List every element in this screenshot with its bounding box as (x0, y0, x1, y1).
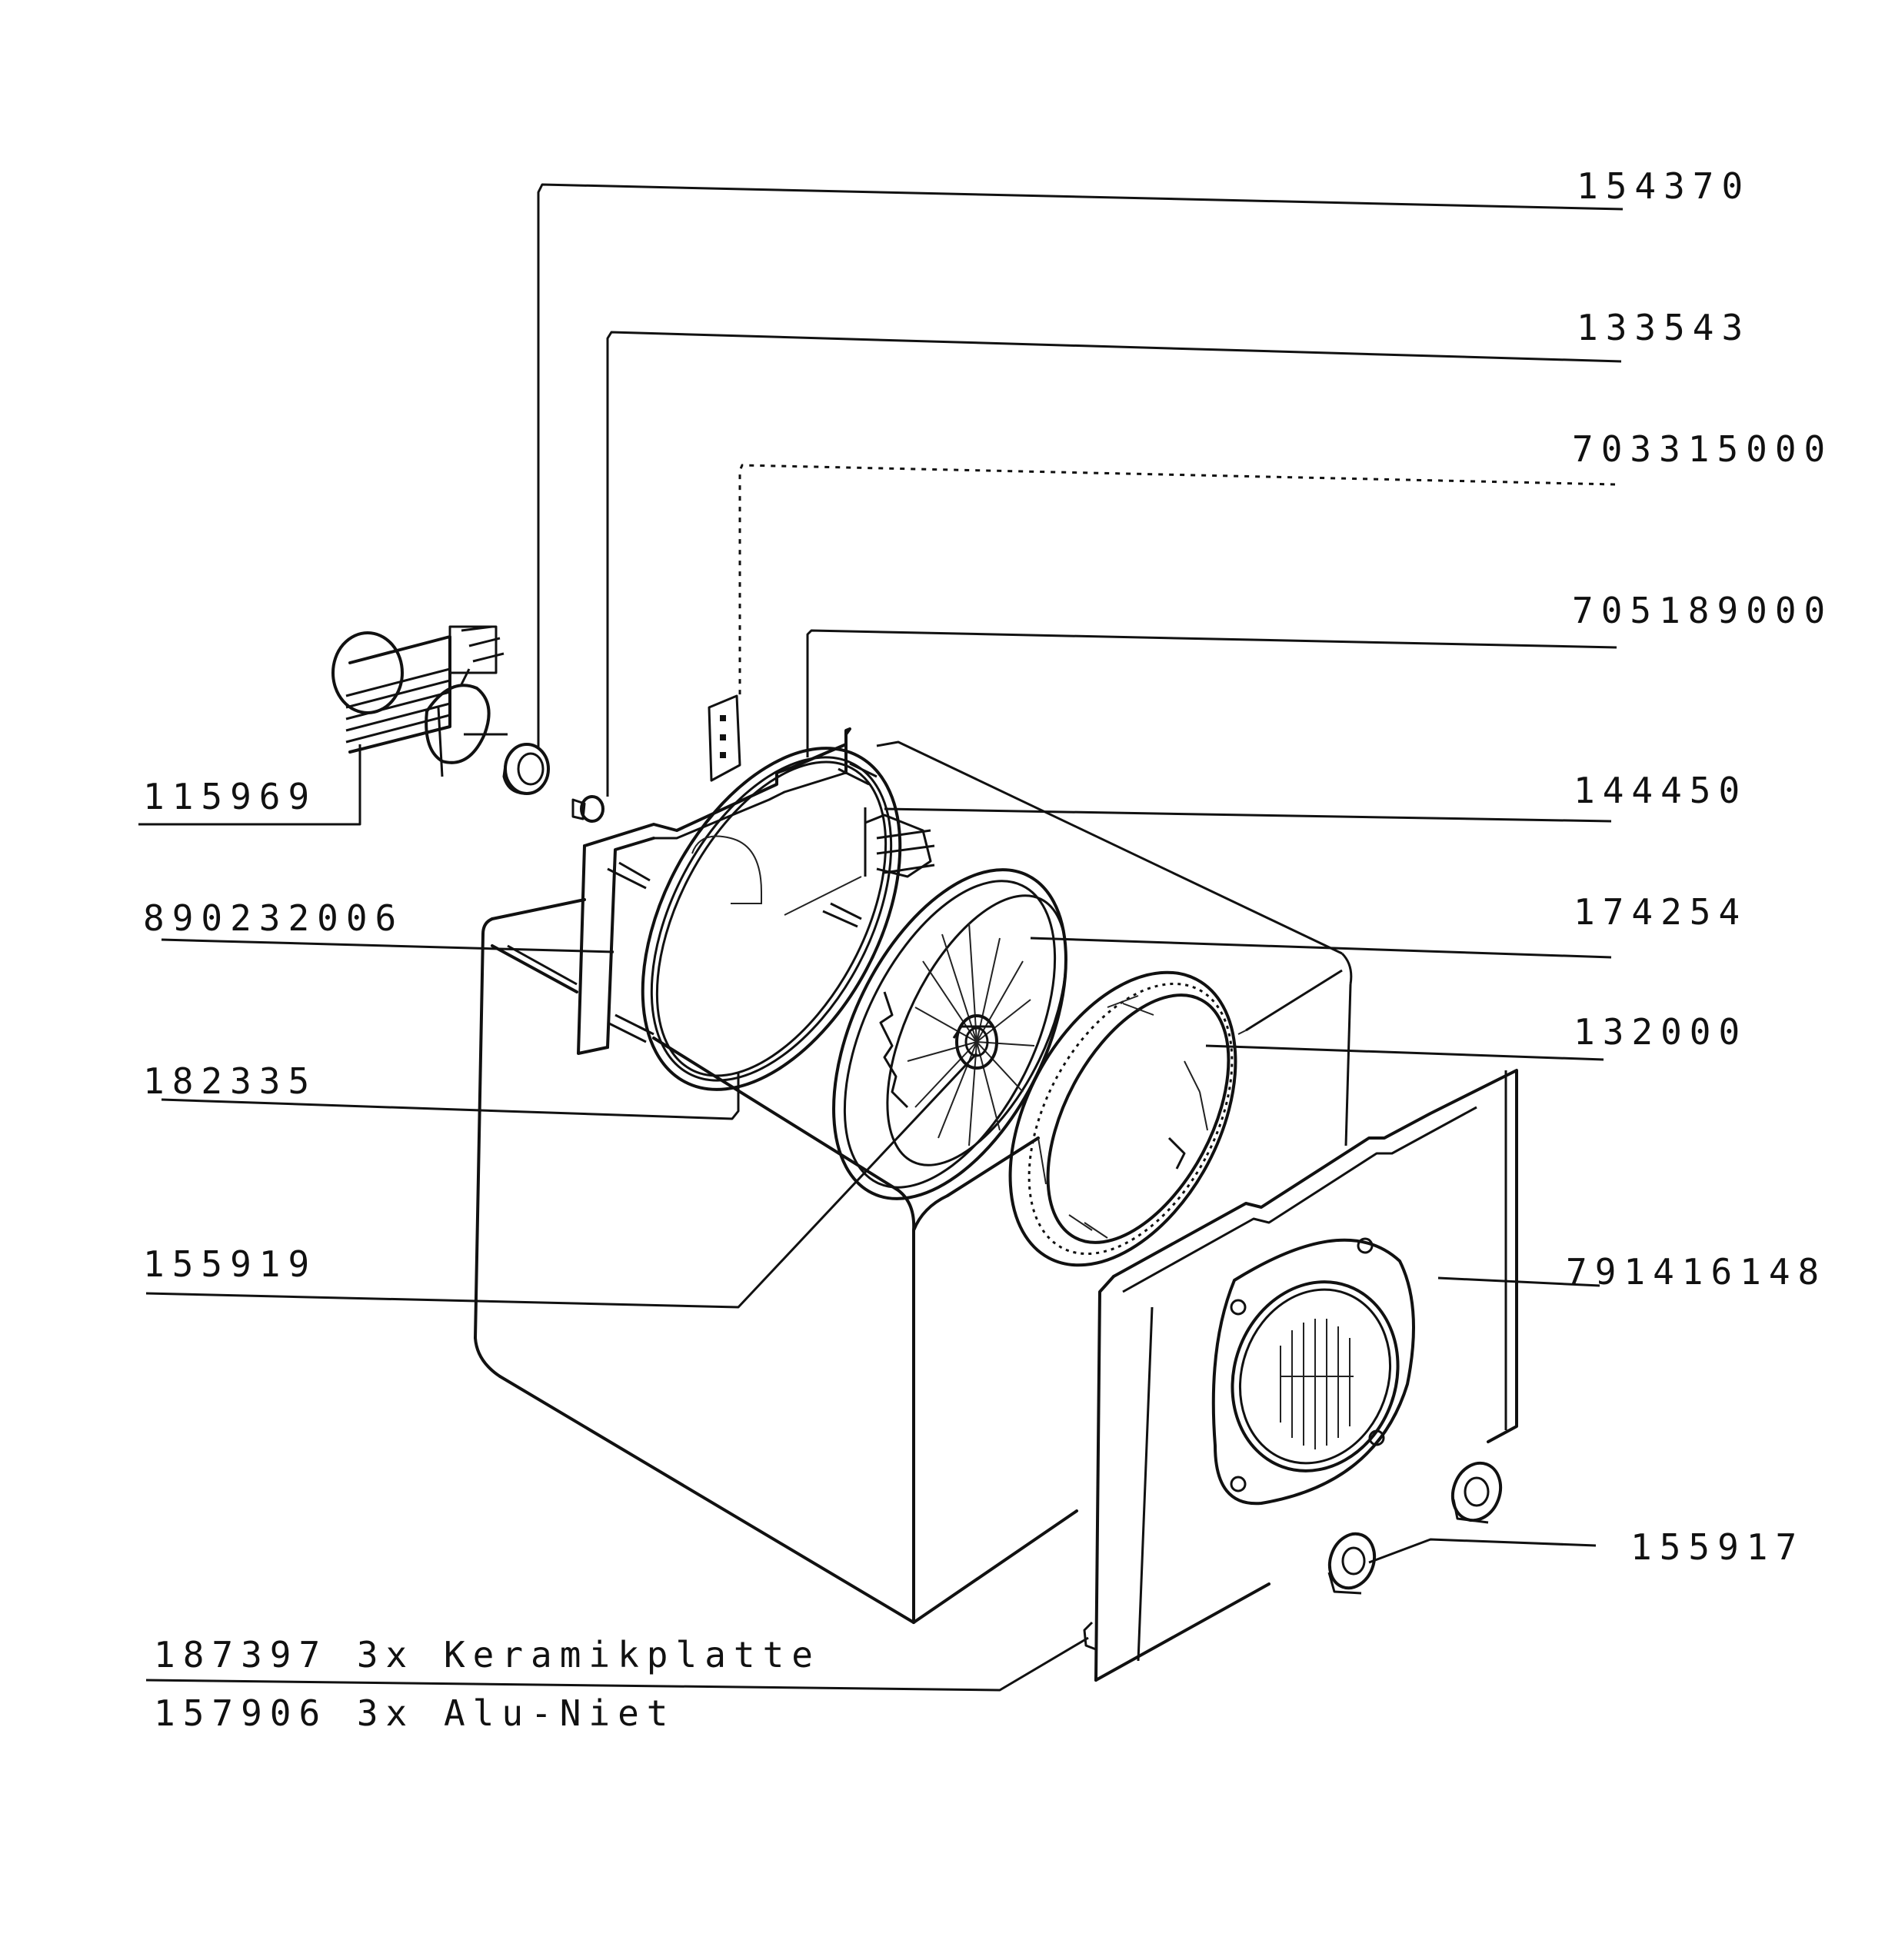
label-ceramic-plate: 187397 3x Keramikplatte (154, 1634, 821, 1675)
back-mounting-plate (507, 727, 878, 1055)
label-890232006: 890232006 (143, 897, 404, 939)
screw (571, 795, 604, 823)
part-number-labels: 154370 133543 703315000 705189000 115969… (143, 165, 1833, 1734)
label-144450: 144450 (1574, 770, 1747, 811)
label-alu-rivet: 157906 3x Alu-Niet (154, 1692, 676, 1734)
label-115969: 115969 (143, 776, 317, 817)
label-174254: 174254 (1574, 891, 1747, 933)
label-182335: 182335 (143, 1060, 317, 1102)
label-155917: 155917 (1630, 1526, 1804, 1568)
fan-guard-ring (1008, 970, 1237, 1267)
rubber-feet (1327, 1461, 1503, 1595)
fan-motor (331, 625, 508, 777)
label-155919: 155919 (143, 1243, 317, 1285)
label-132000: 132000 (1574, 1011, 1747, 1053)
label-791416148: 791416148 (1566, 1251, 1827, 1293)
ring-gasket (641, 747, 902, 1091)
oven-housing (474, 740, 1353, 1624)
heating-element (864, 807, 935, 878)
label-154370: 154370 (1577, 165, 1750, 207)
fan-wheel (832, 868, 1067, 1200)
bushing (502, 743, 550, 795)
sensor-clip (708, 694, 741, 782)
label-703315000: 703315000 (1572, 428, 1833, 470)
leader-lines (138, 183, 1624, 1692)
front-cover-panel (1083, 1069, 1518, 1682)
label-133543: 133543 (1577, 307, 1750, 348)
label-705189000: 705189000 (1572, 590, 1833, 631)
